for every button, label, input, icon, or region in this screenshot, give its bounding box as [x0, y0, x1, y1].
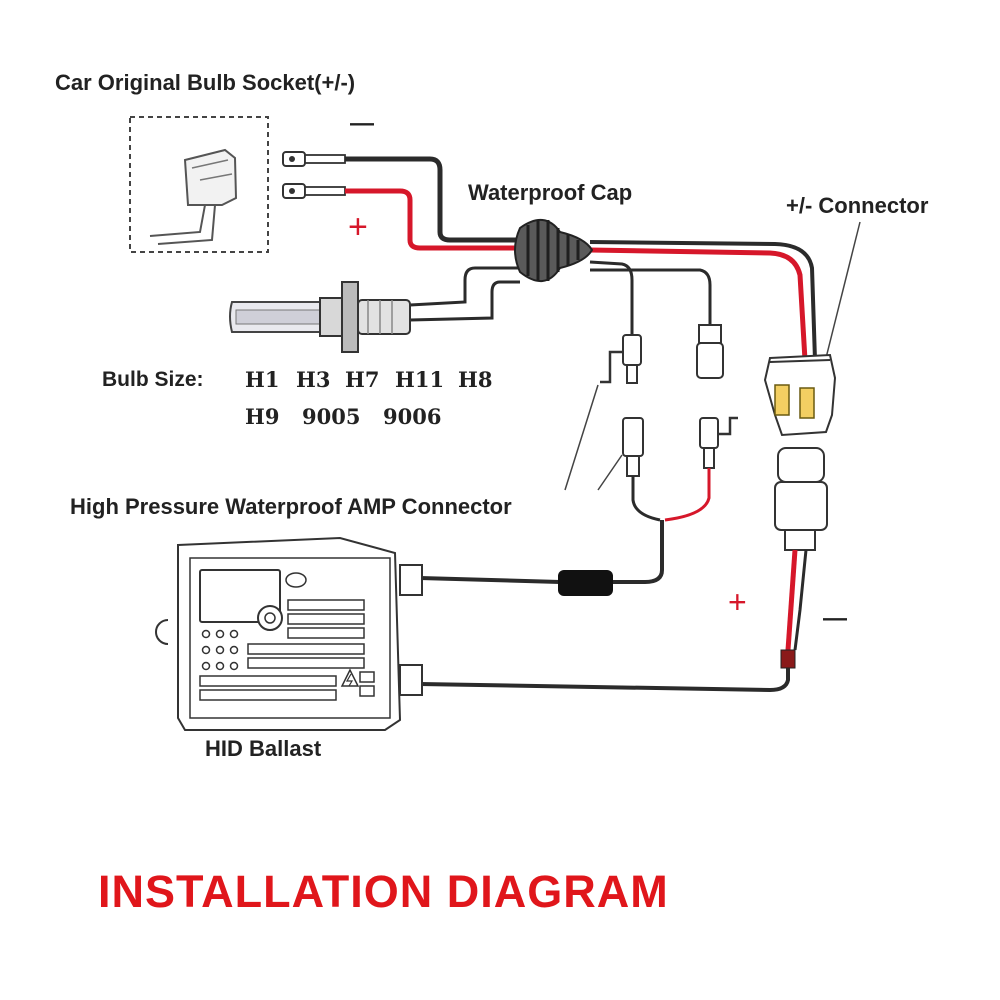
ballast-positive-wire	[785, 549, 798, 651]
socket-minus-sign: —	[350, 110, 374, 137]
bulb-size-h3: H3	[296, 367, 331, 392]
cap-positive-wire	[589, 247, 808, 361]
hid-ballast-icon	[155, 536, 423, 731]
ballast-input-wire	[419, 668, 790, 693]
socket-label: Car Original Bulb Socket(+/-)	[55, 70, 356, 95]
high-voltage-icon	[340, 668, 360, 687]
connector-label: +/- Connector	[786, 193, 929, 218]
amp-lower-black-wire	[631, 476, 661, 522]
bulb-size-h9: H9	[245, 404, 280, 429]
lower-minus-sign: —	[823, 605, 847, 632]
hid-bulb-icon	[229, 281, 411, 353]
ballast-negative-wire	[793, 549, 808, 651]
amp-lower-red-wire	[664, 468, 711, 522]
bulb-size-h1: H1	[245, 367, 280, 392]
bulb-size-h7: H7	[345, 367, 380, 392]
amp-connector-label: High Pressure Waterproof AMP Connector	[70, 494, 512, 519]
fuse-icon	[558, 570, 613, 596]
bulb-size-h8: H8	[458, 367, 493, 392]
diagram-title: INSTALLATION DIAGRAM	[98, 866, 669, 917]
amp-upper-wire-right	[590, 268, 712, 325]
amp-upper-wire-left	[589, 260, 634, 335]
lower-plus-sign: +	[728, 584, 747, 620]
bulb-size-title: Bulb Size:	[102, 368, 204, 391]
socket-negative-wire	[345, 156, 535, 243]
bulb-size-9005: 9005	[302, 404, 361, 429]
socket-terminals	[282, 151, 346, 199]
wire-splice	[780, 649, 796, 669]
amp-connector-icon	[600, 324, 738, 477]
waterproof-cap-label: Waterproof Cap	[468, 180, 633, 205]
amp-pointer-lines	[564, 384, 623, 491]
ballast-label: HID Ballast	[205, 736, 322, 761]
bulb-size-9006: 9006	[383, 404, 442, 429]
waterproof-cap-icon	[514, 219, 594, 282]
ballast-output-wire	[419, 520, 664, 584]
bulb-wire-upper	[409, 266, 520, 307]
cap-negative-wire	[589, 240, 817, 361]
plus-minus-connector-icon	[763, 353, 837, 551]
socket-plus-sign: +	[348, 208, 368, 246]
bulb-socket-icon	[129, 116, 269, 253]
socket-positive-wire	[345, 188, 535, 251]
connector-pointer-line	[824, 221, 861, 363]
bulb-wire-lower	[409, 280, 520, 322]
bulb-size-h11: H11	[395, 367, 445, 392]
